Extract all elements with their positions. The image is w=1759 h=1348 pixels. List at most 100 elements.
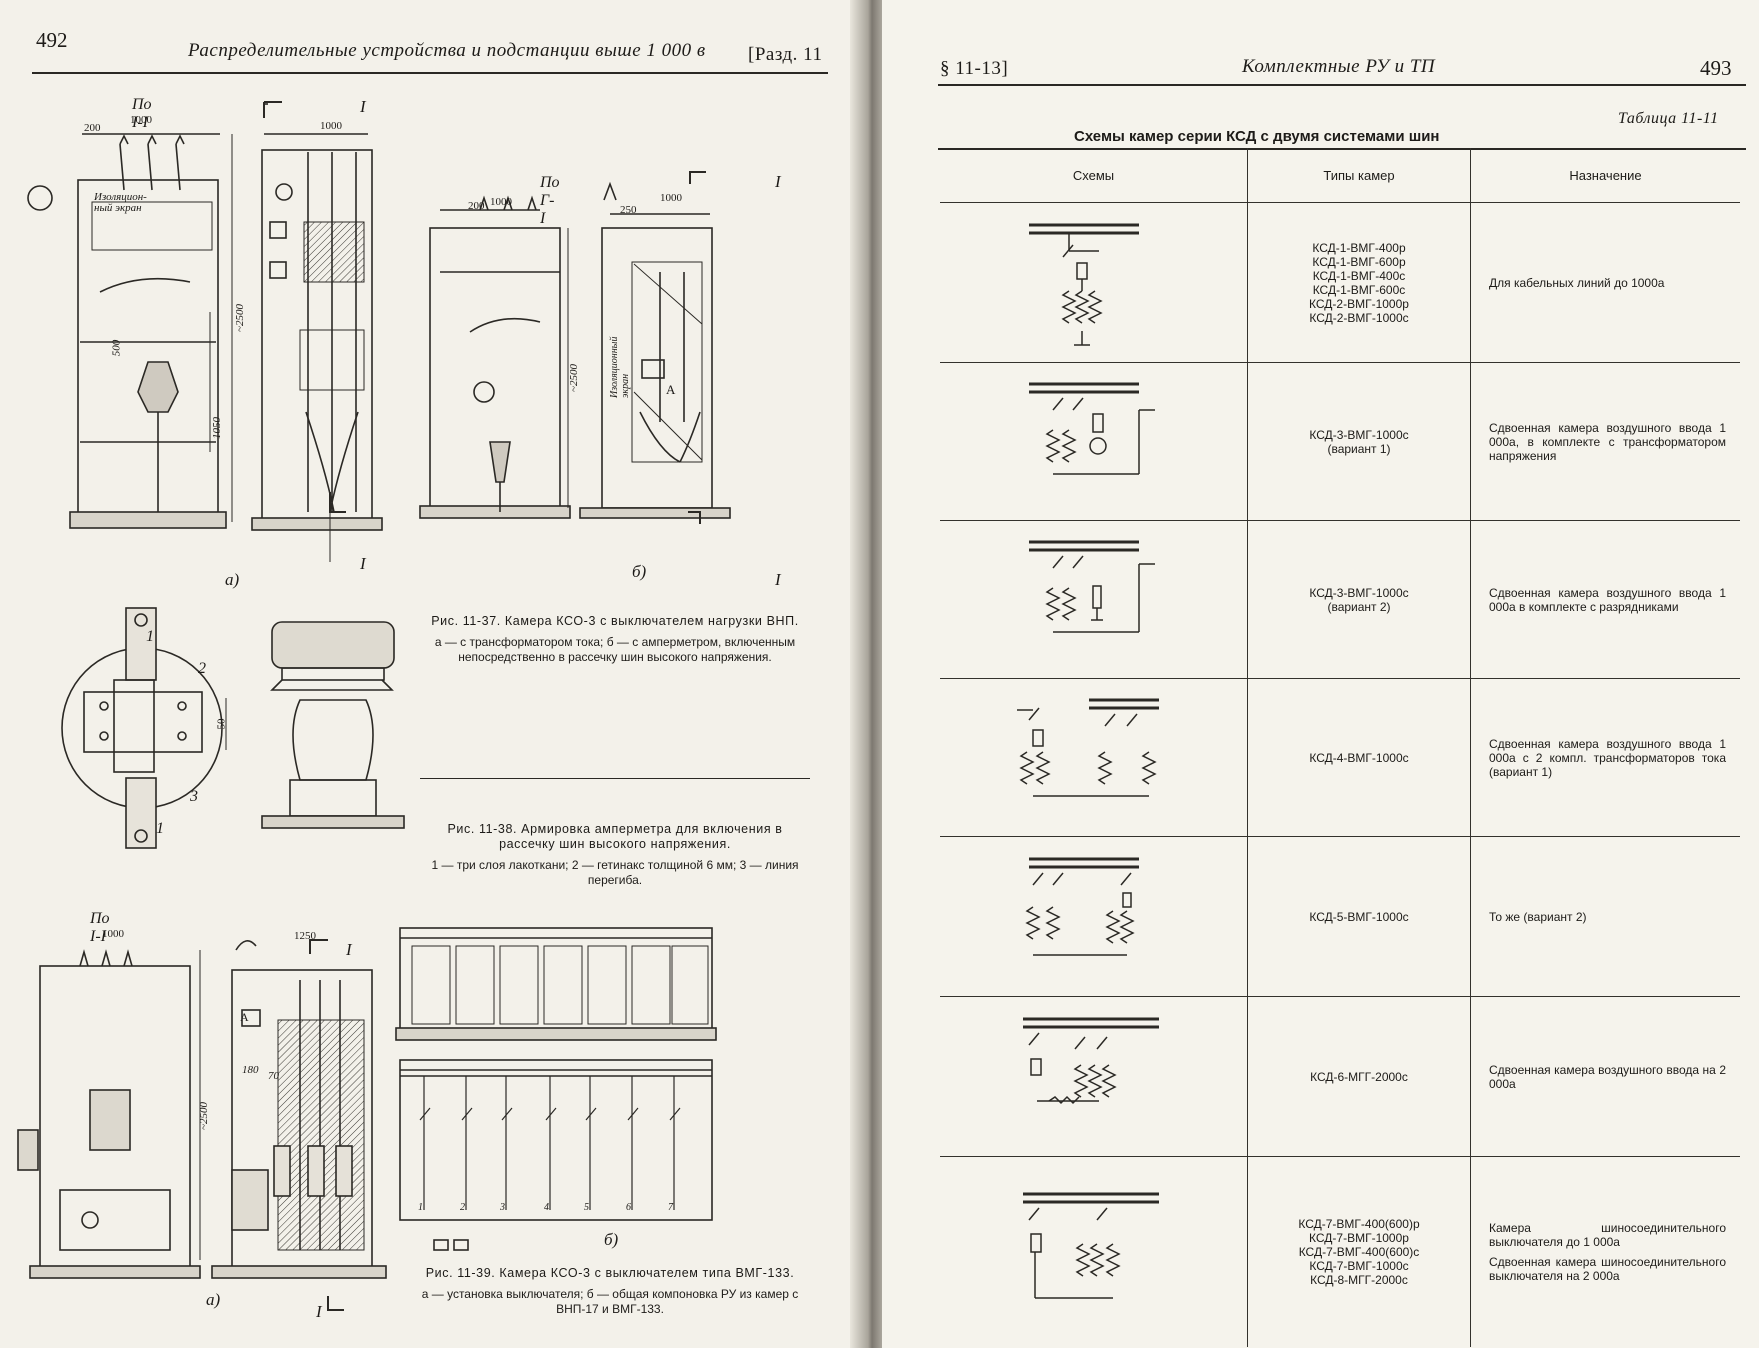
- camera-type: КСД-1-ВМГ-400с: [1312, 268, 1406, 283]
- scheme-cell: [940, 678, 1248, 837]
- fig39-mark-I-bottom: I: [316, 1302, 322, 1321]
- fig37-mark-I-top-b: I: [775, 172, 781, 191]
- fig38-callout-2: 2: [198, 660, 206, 677]
- fig37-dim-1050: 1050: [211, 417, 223, 439]
- fig37-dim-250: 250: [620, 204, 637, 216]
- fig37-mark-I-top-a: I: [360, 97, 366, 116]
- fig37-dim-2500-b: ~2500: [567, 364, 580, 392]
- fig39-cell-7: 7: [668, 1202, 673, 1213]
- table-row: КСД-3-ВМГ-1000с(вариант 2)Сдвоенная каме…: [940, 520, 1740, 679]
- camera-type: (вариант 1): [1327, 441, 1391, 456]
- table-row: КСД-5-ВМГ-1000с То же (вариант 2): [940, 836, 1740, 997]
- scheme-cell: [940, 362, 1248, 521]
- left-page: 492 Распределительные устройства и подст…: [0, 0, 872, 1348]
- fig37-caption: Рис. 11-37. Камера КСО-3 с выключателем …: [420, 614, 810, 665]
- fig39-dim-180: 180: [242, 1064, 259, 1076]
- fig38-caption: Рис. 11-38. Армировка амперметра для вкл…: [420, 822, 810, 888]
- types-cell: КСД-3-ВМГ-1000с(вариант 1): [1247, 362, 1471, 521]
- camera-type: КСД-1-ВМГ-600с: [1312, 282, 1406, 297]
- fig37-meter-label: A: [666, 382, 676, 397]
- fig39-sub-b: б): [604, 1230, 619, 1249]
- cell-drawing-a1: [27, 133, 233, 529]
- fig39-dim-1000: 1000: [102, 928, 124, 940]
- purpose-text: То же (вариант 2): [1489, 909, 1587, 924]
- camera-type: КСД-5-ВМГ-1000с: [1309, 909, 1409, 924]
- col-header-purpose: Назначение: [1569, 167, 1642, 183]
- scheme-cell: [940, 836, 1248, 997]
- purpose-text: Сдвоенная камера шиносоединительного вык…: [1489, 1254, 1726, 1283]
- fig39-cell-5: 5: [584, 1202, 589, 1213]
- page-number-left: 492: [36, 28, 68, 52]
- fig37-mark-I-bottom-b: I: [775, 570, 781, 589]
- purpose-cell: Сдвоенная камера воздушного ввода 1 000а…: [1470, 520, 1740, 679]
- table-row: КСД-3-ВМГ-1000с(вариант 1)Сдвоенная каме…: [940, 362, 1740, 521]
- scheme-diagram: [1028, 540, 1155, 633]
- fig37-dim-1000-d: 1000: [660, 192, 682, 204]
- camera-type: КСД-1-ВМГ-400р: [1312, 240, 1406, 255]
- scheme-diagram: [1028, 382, 1155, 475]
- fig39-dim-70: 70: [268, 1070, 279, 1082]
- fig39-dim-1250: 1250: [294, 930, 316, 942]
- fig37-dim-1000-b: 1000: [320, 120, 342, 132]
- purpose-text: Сдвоенная камера воздушного ввода на 2 0…: [1489, 1062, 1726, 1091]
- fig38-callout-3: 3: [190, 788, 198, 805]
- purpose-cell: Сдвоенная камера воздушного ввода на 2 0…: [1470, 996, 1740, 1157]
- section-ref-right: § 11-13]: [940, 58, 1009, 79]
- fig37-dim-500: 500: [110, 339, 123, 357]
- fig37-sub-a: а): [225, 570, 240, 589]
- fig37-dim-200: 200: [84, 122, 101, 134]
- fig38-dim-50: 50: [215, 718, 228, 730]
- fig39-section-label: По I-I: [90, 910, 110, 945]
- fig38-caption-desc: 1 — три слоя лакоткани; 2 — гетинакс тол…: [431, 858, 799, 887]
- scheme-diagram: [1022, 1017, 1159, 1105]
- fig39-caption-title: Рис. 11-39. Камера КСО-3 с выключателем …: [425, 1266, 795, 1280]
- fig37-section-label-b: По Г-I: [540, 174, 560, 227]
- fig39-cell-2: 2: [460, 1202, 465, 1213]
- fig39-sub-a: а): [206, 1290, 221, 1309]
- fig39-meter-label: A: [240, 1010, 249, 1024]
- cell-drawing-b2: [579, 181, 731, 519]
- col-header-schemes: Схемы: [940, 148, 1248, 203]
- running-head-right: Комплектные РУ и ТП: [1242, 56, 1436, 77]
- header-rule-left: [32, 72, 828, 74]
- purpose-cell: Для кабельных линий до 1000а: [1470, 202, 1740, 363]
- scheme-cell: [940, 202, 1248, 363]
- section-ref-left: [Разд. 11: [748, 44, 823, 65]
- fig37-caption-desc: а — с трансформатором тока; б — с амперм…: [434, 635, 796, 664]
- table-row: КСД-6-МГГ-2000с Сдвоенная камера воздушно…: [940, 996, 1740, 1157]
- fig37-screen-label: Изоляцион-ный экран: [94, 191, 147, 214]
- camera-type: КСД-2-ВМГ-1000р: [1309, 296, 1409, 311]
- types-cell: КСД-5-ВМГ-1000с: [1247, 836, 1471, 997]
- fig39-mark-I-top: I: [346, 940, 352, 959]
- camera-type: КСД-7-ВМГ-400(600)р: [1298, 1216, 1420, 1231]
- fig39-cell-3: 3: [500, 1202, 505, 1213]
- scheme-diagram: [1016, 698, 1159, 797]
- table-label: Таблица 11-11: [1618, 110, 1719, 127]
- fig38-separator: [420, 778, 810, 779]
- fig39-drawings: [17, 927, 717, 1311]
- fig37-dim-200-b: 200: [468, 200, 485, 212]
- cell-drawing-a2: [251, 133, 383, 562]
- types-cell: КСД-3-ВМГ-1000с(вариант 2): [1247, 520, 1471, 679]
- camera-type: КСД-3-ВМГ-1000с: [1309, 585, 1409, 600]
- fig37-mark-I-bottom-a: I: [360, 554, 366, 573]
- fig37-dim-2500: ~2500: [233, 304, 246, 332]
- purpose-cell: То же (вариант 2): [1470, 836, 1740, 997]
- types-cell: КСД-4-ВМГ-1000с: [1247, 678, 1471, 837]
- camera-type: КСД-7-ВМГ-400(600)с: [1298, 1244, 1420, 1259]
- fig39-cell-1: 1: [418, 1202, 423, 1213]
- ksd-table: Схемы Типы камер Назначение КСД-1-ВМГ-40…: [940, 148, 1740, 1347]
- fig39-cell-6: 6: [626, 1202, 631, 1213]
- table-title: Схемы камер серии КСД с двумя системами …: [1074, 128, 1440, 145]
- fig37-caption-title: Рис. 11-37. Камера КСО-3 с выключателем …: [431, 614, 799, 628]
- camera-type: КСД-7-ВМГ-1000р: [1309, 1230, 1409, 1245]
- types-cell: КСД-6-МГГ-2000с: [1247, 996, 1471, 1157]
- purpose-text: Камера шиносоединительного выключателя д…: [1489, 1220, 1726, 1249]
- col-header-types: Типы камер: [1247, 148, 1471, 203]
- fig37-drawings: [27, 101, 731, 562]
